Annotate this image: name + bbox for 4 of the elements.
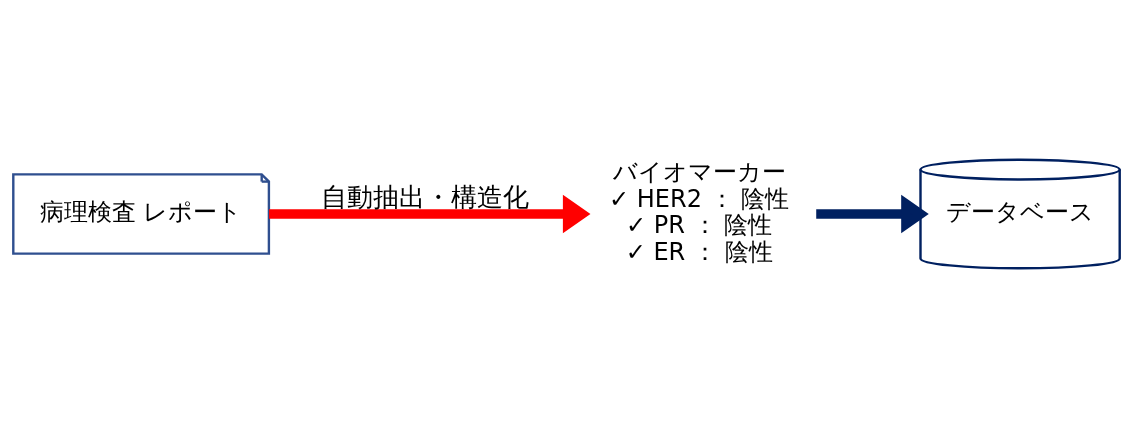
edge-label: 自動抽出・構造化 (321, 180, 530, 212)
arrow (269, 194, 591, 233)
node-text: バイオマーカー ✓ HER2 ： 陰性 ✓ PR ： 陰性 ✓ ER ： 陰性 (609, 157, 790, 266)
arrow (816, 194, 929, 233)
